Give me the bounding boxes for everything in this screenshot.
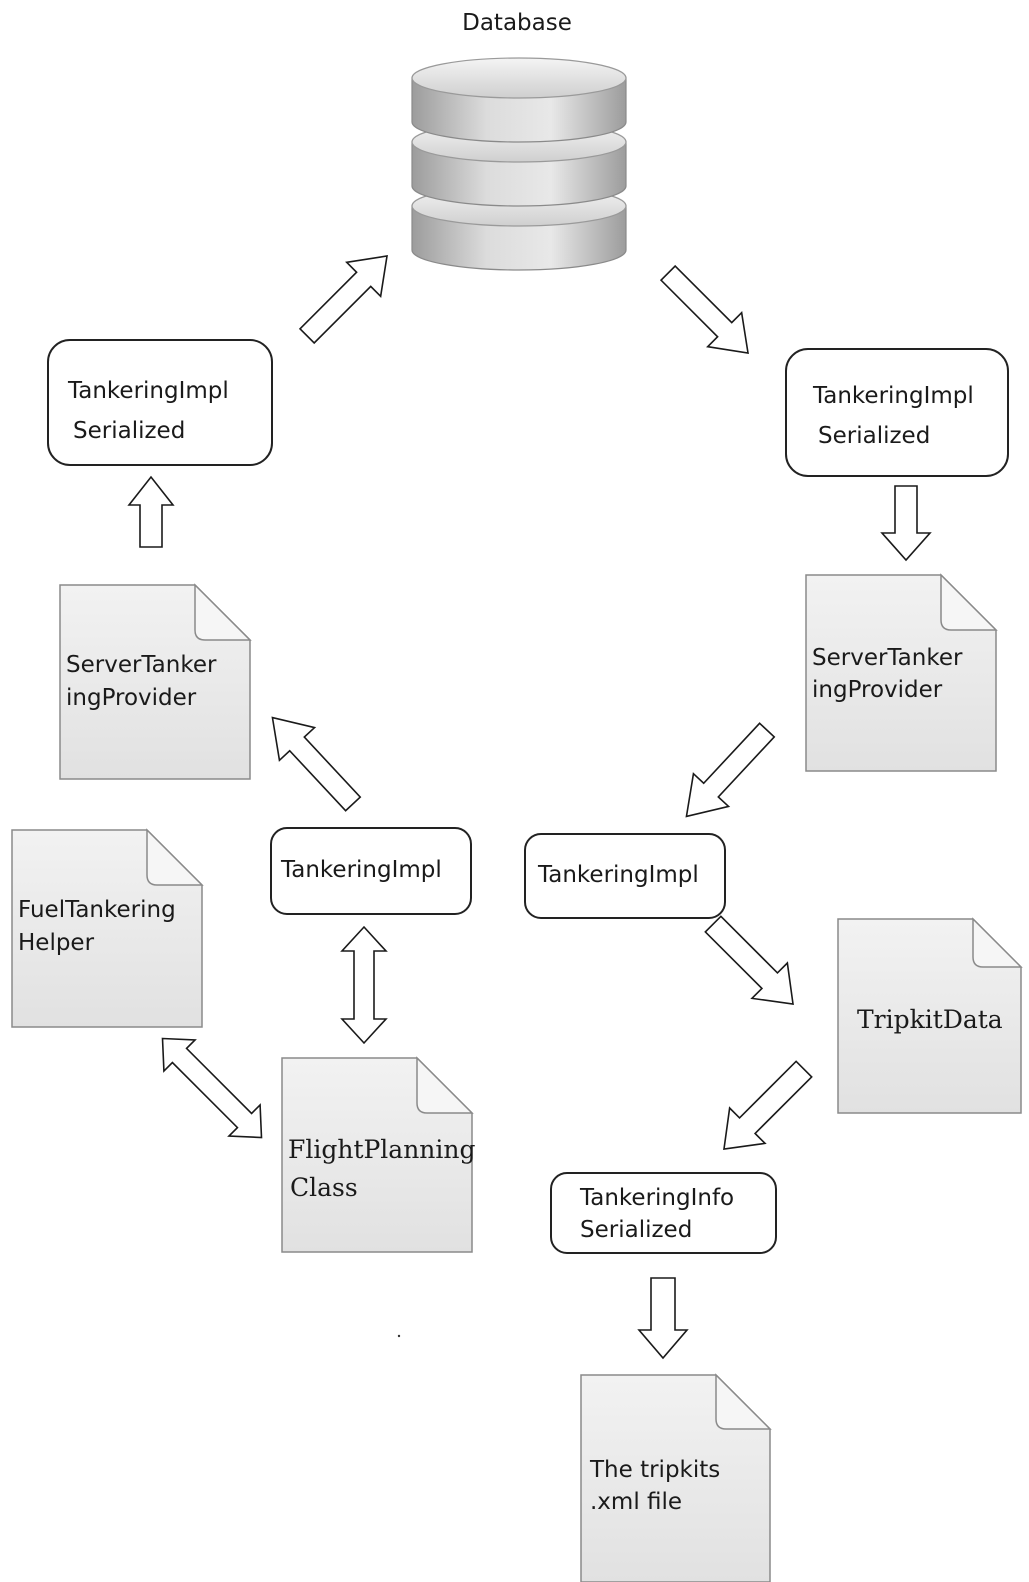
left-impl-box: TankeringImpl — [270, 827, 472, 915]
info-serialized-box: TankeringInfo Serialized — [550, 1172, 777, 1254]
tripkit-data-label: TripkitData — [857, 1005, 1003, 1034]
arrow-down-to-right-provider — [880, 485, 932, 562]
tripkits-file-line2: .xml file — [590, 1489, 682, 1515]
stray-dot — [397, 1334, 401, 1338]
fuel-helper-line2: Helper — [18, 930, 95, 956]
flight-planning-line2: Class — [290, 1173, 358, 1202]
left-serialized-line2: Serialized — [73, 418, 185, 444]
arrow-to-tripkit-data — [704, 915, 794, 1005]
arrow-to-database — [298, 255, 388, 345]
left-serialized-box: TankeringImpl Serialized — [47, 339, 273, 466]
right-impl-label: TankeringImpl — [537, 862, 699, 888]
arrow-to-info-serialized — [723, 1060, 813, 1150]
left-provider-line1: ServerTanker — [66, 652, 217, 678]
arrow-from-database — [659, 264, 749, 354]
arrow-up-to-left-serialized — [127, 475, 175, 548]
right-impl-box: TankeringImpl — [524, 833, 726, 919]
double-arrow-impl-flightplanning — [340, 925, 388, 1045]
left-impl-label: TankeringImpl — [280, 857, 442, 883]
arrow-down-to-tripkits-file — [637, 1277, 689, 1360]
right-provider-line1: ServerTanker — [812, 645, 963, 671]
tripkits-file-document-icon: The tripkits .xml file — [580, 1373, 772, 1582]
database-icon — [411, 57, 627, 271]
right-serialized-line2: Serialized — [818, 423, 930, 449]
flight-planning-line1: FlightPlanning — [288, 1135, 476, 1164]
right-provider-line2: ingProvider — [812, 677, 943, 703]
arrow-to-left-provider — [271, 716, 362, 812]
flight-planning-document-icon: FlightPlanning Class — [281, 1056, 476, 1253]
left-provider-line2: ingProvider — [66, 685, 197, 711]
left-serialized-line1: TankeringImpl — [67, 378, 229, 404]
double-arrow-helper-flightplanning — [161, 1037, 263, 1139]
info-serialized-line2: Serialized — [580, 1217, 692, 1243]
tripkit-data-document-icon: TripkitData — [837, 917, 1023, 1114]
database-label: Database — [462, 10, 572, 36]
left-provider-document-icon: ServerTanker ingProvider — [59, 583, 252, 780]
right-provider-document-icon: ServerTanker ingProvider — [805, 573, 998, 772]
right-serialized-line1: TankeringImpl — [812, 383, 974, 409]
tripkits-file-line1: The tripkits — [589, 1457, 720, 1483]
right-serialized-box: TankeringImpl Serialized — [785, 348, 1009, 477]
fuel-helper-document-icon: FuelTankering Helper — [11, 828, 204, 1028]
fuel-helper-line1: FuelTankering — [18, 897, 176, 923]
arrow-to-right-impl — [685, 722, 776, 818]
info-serialized-line1: TankeringInfo — [579, 1185, 734, 1211]
